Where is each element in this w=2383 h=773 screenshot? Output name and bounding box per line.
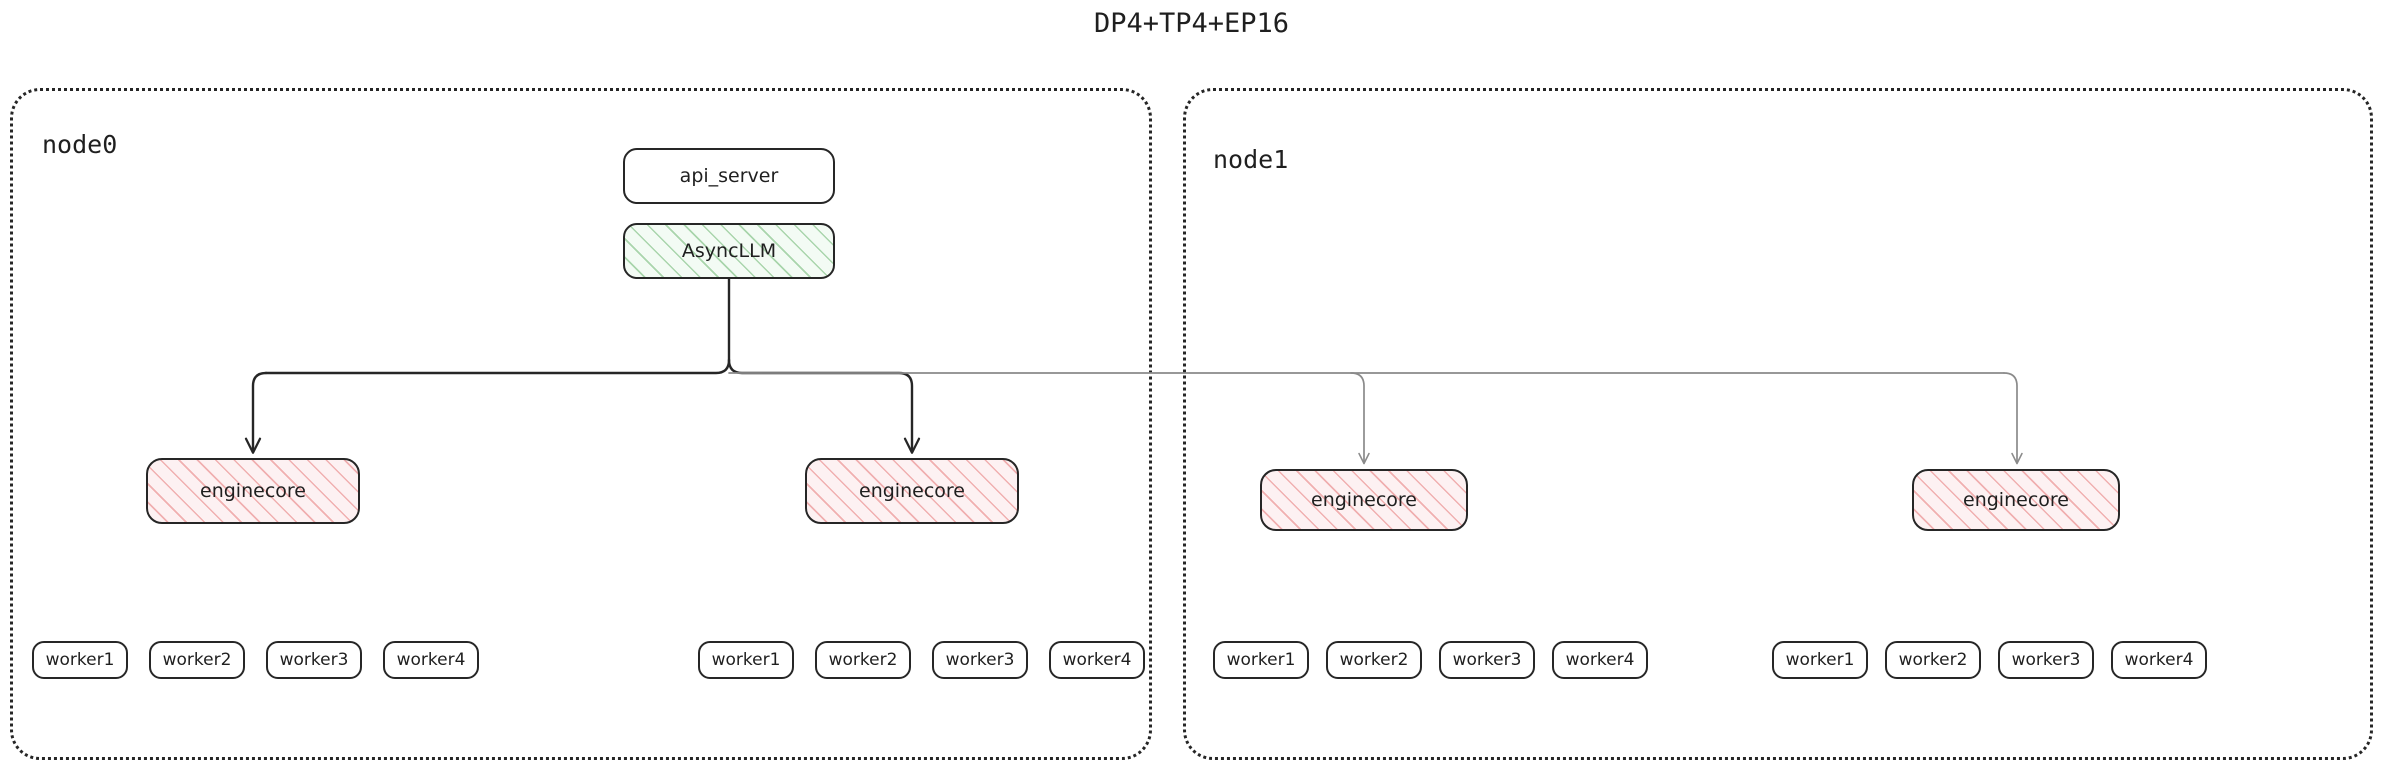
- worker-box[interactable]: worker1: [698, 641, 794, 679]
- node-container-node0: [10, 88, 1152, 760]
- worker-box[interactable]: worker4: [1552, 641, 1648, 679]
- node-label-node1: node1: [1213, 145, 1289, 174]
- worker-box[interactable]: worker2: [1326, 641, 1422, 679]
- enginecore-box[interactable]: enginecore: [805, 458, 1019, 524]
- api-server-box[interactable]: api_server: [623, 148, 835, 204]
- worker-box[interactable]: worker2: [149, 641, 245, 679]
- worker-box[interactable]: worker3: [1998, 641, 2094, 679]
- worker-box[interactable]: worker2: [815, 641, 911, 679]
- async-llm-box[interactable]: AsyncLLM: [623, 223, 835, 279]
- worker-box[interactable]: worker1: [32, 641, 128, 679]
- worker-box[interactable]: worker3: [932, 641, 1028, 679]
- worker-box[interactable]: worker1: [1213, 641, 1309, 679]
- enginecore-box[interactable]: enginecore: [146, 458, 360, 524]
- worker-box[interactable]: worker4: [1049, 641, 1145, 679]
- worker-box[interactable]: worker1: [1772, 641, 1868, 679]
- worker-box[interactable]: worker4: [2111, 641, 2207, 679]
- worker-box[interactable]: worker3: [266, 641, 362, 679]
- node-container-node1: [1183, 88, 2373, 760]
- page-title: DP4+TP4+EP16: [1093, 8, 1290, 39]
- worker-box[interactable]: worker3: [1439, 641, 1535, 679]
- worker-box[interactable]: worker2: [1885, 641, 1981, 679]
- enginecore-box[interactable]: enginecore: [1260, 469, 1468, 531]
- worker-box[interactable]: worker4: [383, 641, 479, 679]
- node-label-node0: node0: [42, 130, 118, 159]
- enginecore-box[interactable]: enginecore: [1912, 469, 2120, 531]
